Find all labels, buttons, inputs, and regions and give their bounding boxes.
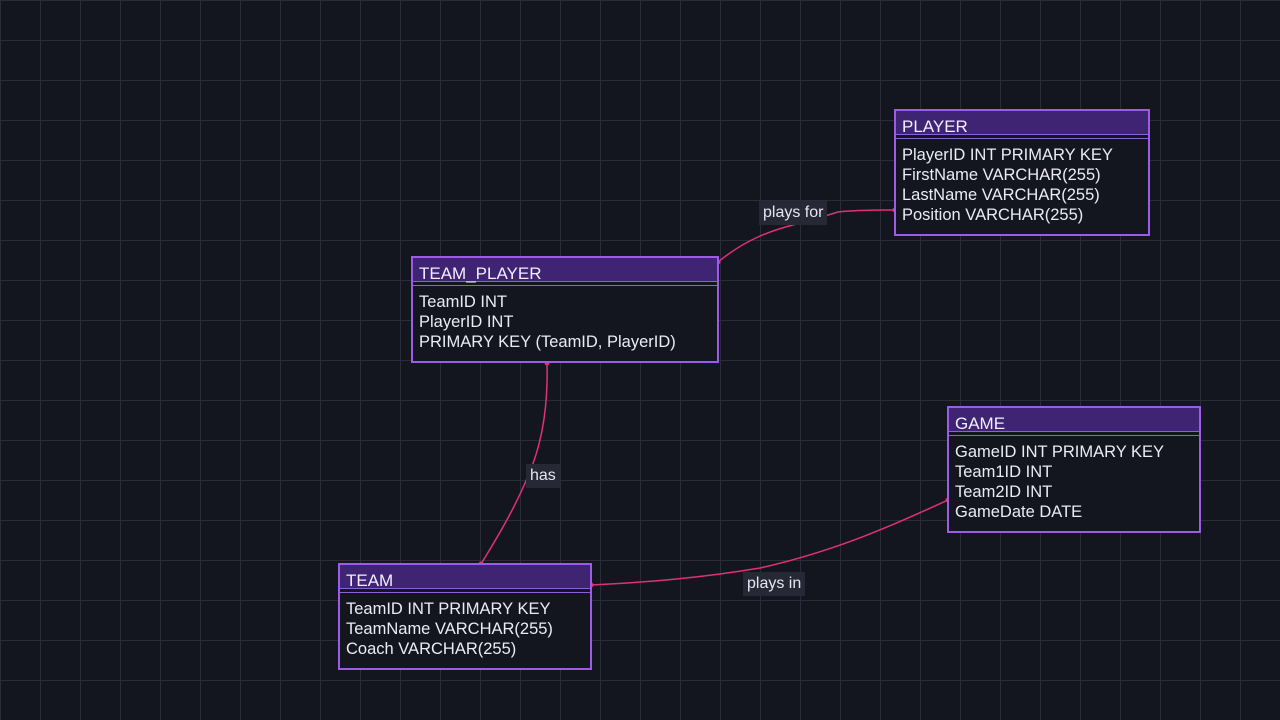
- entity-game[interactable]: GAME GameID INT PRIMARY KEY Team1ID INT …: [947, 406, 1201, 533]
- field-row: Team2ID INT: [955, 483, 1053, 501]
- field-row: LastName VARCHAR(255): [902, 186, 1100, 204]
- edge-label-has[interactable]: has: [526, 464, 560, 488]
- field-row: GameDate DATE: [955, 503, 1083, 521]
- header-divider: [896, 135, 1148, 139]
- field-row: Position VARCHAR(255): [902, 206, 1084, 224]
- field-row: FirstName VARCHAR(255): [902, 166, 1101, 184]
- field-row: TeamID INT PRIMARY KEY: [346, 600, 551, 618]
- field-row: PRIMARY KEY (TeamID, PlayerID): [419, 333, 676, 351]
- edge-label-plays-in[interactable]: plays in: [743, 572, 806, 596]
- entity-title: TEAM_PLAYER: [413, 258, 717, 283]
- entity-title: GAME: [949, 408, 1199, 433]
- entity-team-player[interactable]: TEAM_PLAYER TeamID INT PlayerID INT PRIM…: [411, 256, 719, 363]
- entity-player[interactable]: PLAYER PlayerID INT PRIMARY KEY FirstNam…: [894, 109, 1150, 236]
- field-row: TeamID INT: [419, 293, 508, 311]
- header-divider: [413, 282, 717, 286]
- field-row: PlayerID INT PRIMARY KEY: [902, 146, 1113, 164]
- entity-title: PLAYER: [896, 111, 1148, 136]
- entity-fields: TeamID INT PRIMARY KEY TeamName VARCHAR(…: [340, 593, 590, 663]
- header-divider: [340, 589, 590, 593]
- field-row: Team1ID INT: [955, 463, 1053, 481]
- entity-fields: GameID INT PRIMARY KEY Team1ID INT Team2…: [949, 436, 1199, 526]
- field-row: Coach VARCHAR(255): [346, 640, 517, 658]
- edge-label-plays-for[interactable]: plays for: [759, 201, 828, 225]
- field-row: GameID INT PRIMARY KEY: [955, 443, 1165, 461]
- entity-fields: PlayerID INT PRIMARY KEY FirstName VARCH…: [896, 139, 1148, 229]
- entity-title: TEAM: [340, 565, 590, 590]
- entity-team[interactable]: TEAM TeamID INT PRIMARY KEY TeamName VAR…: [338, 563, 592, 670]
- field-row: PlayerID INT: [419, 313, 514, 331]
- entity-fields: TeamID INT PlayerID INT PRIMARY KEY (Tea…: [413, 286, 717, 356]
- field-row: TeamName VARCHAR(255): [346, 620, 553, 638]
- header-divider: [949, 432, 1199, 436]
